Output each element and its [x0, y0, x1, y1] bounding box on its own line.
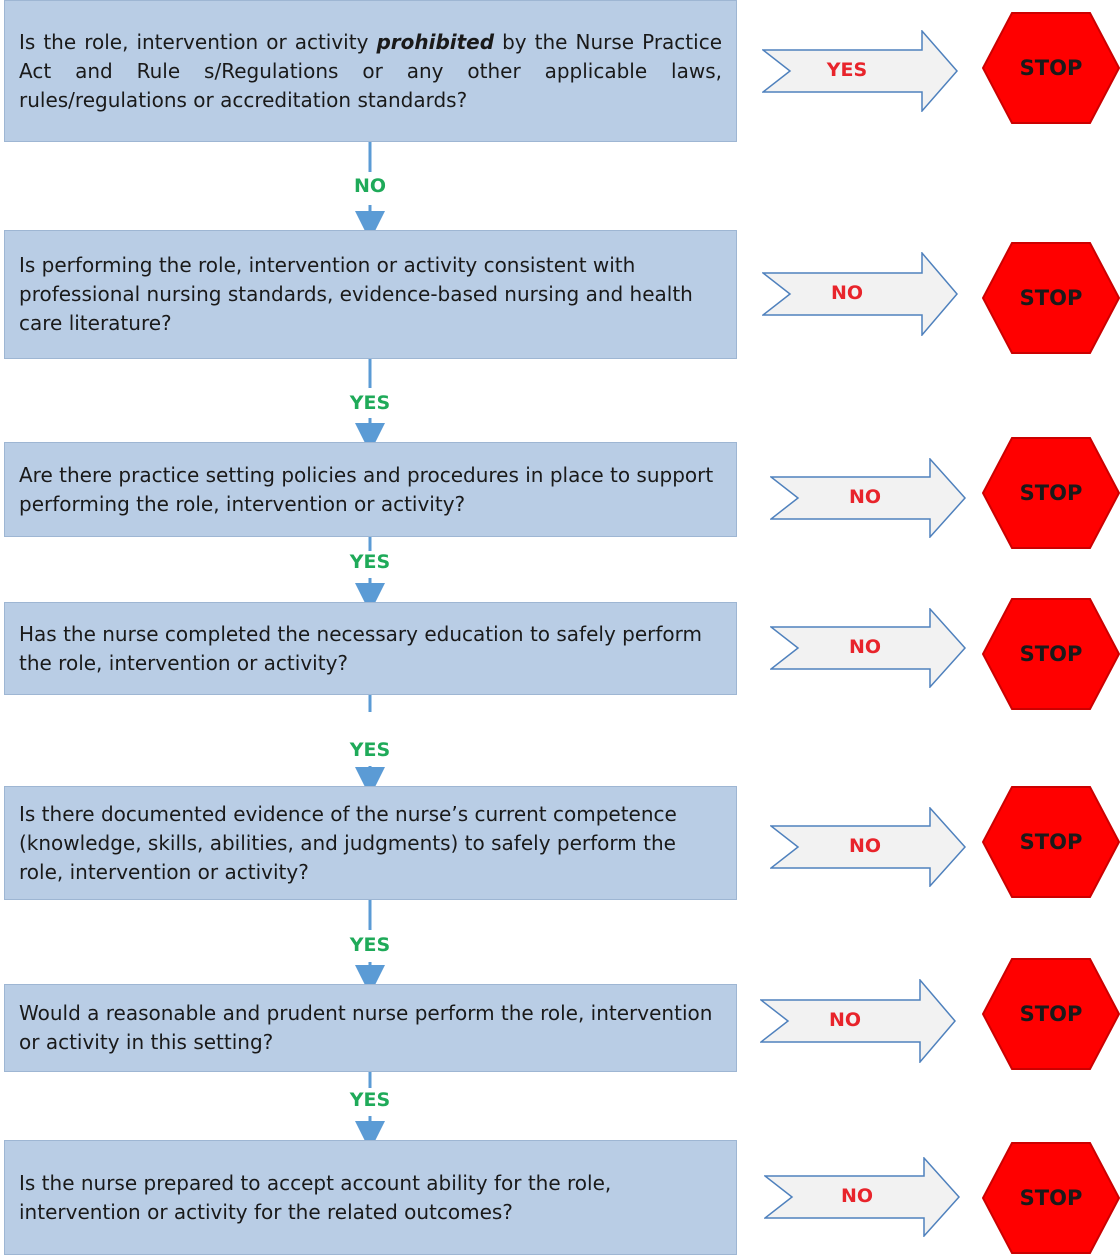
side-arrow-label-2: NO	[830, 282, 864, 304]
side-arrow-label-7: NO	[840, 1185, 874, 1207]
question-text-1: Is the role, intervention or activity pr…	[19, 29, 722, 112]
stop-octagon-icon	[981, 437, 1120, 549]
side-arrow-label-3: NO	[848, 486, 882, 508]
chevron-arrow-icon	[768, 607, 967, 689]
side-arrow-label-5: NO	[848, 835, 882, 857]
stop-label-2: STOP	[1019, 286, 1083, 310]
question-box-2: Is performing the role, intervention or …	[4, 230, 737, 359]
stop-sign-4: STOP	[981, 598, 1120, 710]
stop-octagon-icon	[981, 786, 1120, 898]
chevron-arrow-icon	[760, 29, 958, 113]
side-arrow-5: NO	[768, 806, 967, 888]
connector-label-6: YES	[349, 1089, 391, 1111]
question-box-3: Are there practice setting policies and …	[4, 442, 737, 537]
stop-label-4: STOP	[1019, 642, 1083, 666]
stop-label-7: STOP	[1019, 1186, 1083, 1210]
question-box-1: Is the role, intervention or activity pr…	[4, 0, 737, 142]
stop-label-6: STOP	[1019, 1002, 1083, 1026]
connector-label-1: NO	[353, 175, 387, 197]
stop-sign-6: STOP	[981, 958, 1120, 1070]
chevron-arrow-icon	[760, 250, 958, 338]
stop-sign-7: STOP	[981, 1142, 1120, 1254]
question-box-6: Would a reasonable and prudent nurse per…	[4, 984, 737, 1072]
stop-octagon-icon	[981, 1142, 1120, 1254]
stop-sign-3: STOP	[981, 437, 1120, 549]
stop-octagon-icon	[981, 12, 1120, 124]
stop-sign-1: STOP	[981, 12, 1120, 124]
side-arrow-4: NO	[768, 607, 967, 689]
side-arrow-7: NO	[762, 1156, 961, 1238]
question-text-3: Are there practice setting policies and …	[19, 462, 714, 516]
chevron-arrow-icon	[762, 1156, 961, 1238]
chevron-arrow-icon	[758, 977, 956, 1065]
stop-sign-5: STOP	[981, 786, 1120, 898]
stop-octagon-icon	[981, 242, 1120, 354]
stop-sign-2: STOP	[981, 242, 1120, 354]
connector-label-5: YES	[349, 934, 391, 956]
connector-label-3: YES	[349, 551, 391, 573]
question-text-7: Is the nurse prepared to accept account …	[19, 1170, 612, 1224]
question-text-5: Is there documented evidence of the nurs…	[19, 801, 677, 884]
connector-label-4: YES	[349, 739, 391, 761]
chevron-arrow-icon	[768, 457, 967, 539]
question-text-6: Would a reasonable and prudent nurse per…	[19, 1001, 713, 1054]
question-box-4: Has the nurse completed the necessary ed…	[4, 602, 737, 695]
question-text-4: Has the nurse completed the necessary ed…	[19, 621, 703, 675]
side-arrow-label-6: NO	[828, 1009, 862, 1031]
stop-label-1: STOP	[1019, 56, 1083, 80]
connector-label-2: YES	[349, 392, 391, 414]
question-box-5: Is there documented evidence of the nurs…	[4, 786, 737, 900]
chevron-arrow-icon	[768, 806, 967, 888]
question-box-7: Is the nurse prepared to accept account …	[4, 1140, 737, 1255]
prohibited-emphasis: prohibited	[376, 29, 495, 54]
side-arrow-3: NO	[768, 457, 967, 539]
side-arrow-1: YES	[760, 29, 958, 113]
side-arrow-label-4: NO	[848, 636, 882, 658]
stop-octagon-icon	[981, 598, 1120, 710]
question-text-2: Is performing the role, intervention or …	[19, 253, 693, 335]
side-arrow-label-1: YES	[826, 59, 868, 81]
stop-label-5: STOP	[1019, 830, 1083, 854]
stop-label-3: STOP	[1019, 481, 1083, 505]
stop-octagon-icon	[981, 958, 1120, 1070]
side-arrow-6: NO	[758, 977, 956, 1065]
side-arrow-2: NO	[760, 250, 958, 338]
